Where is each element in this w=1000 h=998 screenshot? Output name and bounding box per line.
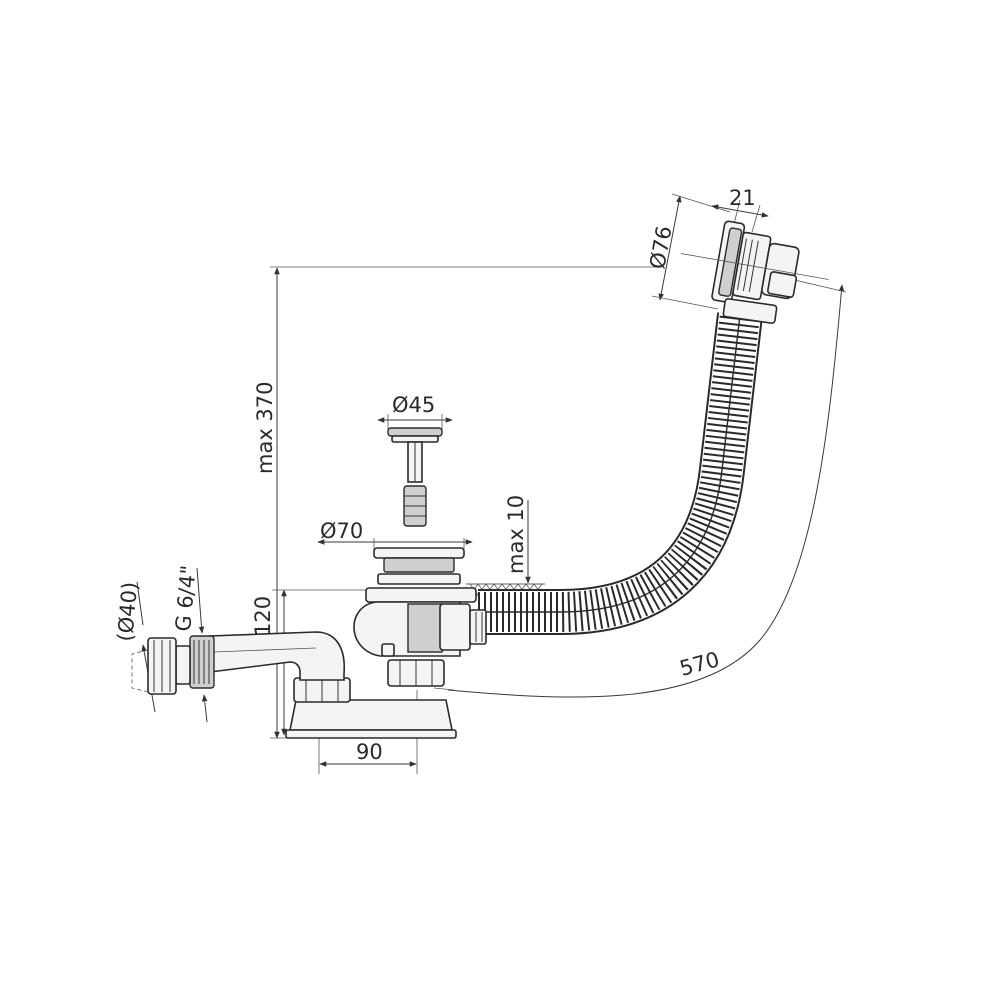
label-width-90: 90	[356, 740, 383, 764]
label-height-max-370: max 370	[253, 381, 277, 474]
hose-connector-top	[722, 298, 778, 324]
label-width-21: 21	[729, 186, 756, 210]
flexible-overflow-hose	[478, 312, 763, 635]
overflow-head	[680, 220, 829, 304]
label-max-10: max 10	[504, 495, 528, 574]
label-height-120: 120	[251, 596, 275, 636]
dimension-labels: 21 Ø76 max 370 Ø45 Ø70 max 10 120 (Ø40) …	[113, 186, 756, 764]
label-diameter-40: (Ø40)	[113, 581, 142, 643]
waste-outlet	[353, 547, 487, 687]
threaded-connector	[131, 635, 215, 695]
label-thread-g64: G 6/4"	[171, 564, 201, 632]
label-length-570: 570	[677, 647, 722, 681]
label-diameter-70: Ø70	[320, 519, 363, 543]
label-diameter-45: Ø45	[392, 393, 435, 417]
label-diameter-76: Ø76	[645, 224, 676, 271]
siphon-base	[209, 631, 457, 739]
pop-up-plug	[387, 427, 443, 527]
